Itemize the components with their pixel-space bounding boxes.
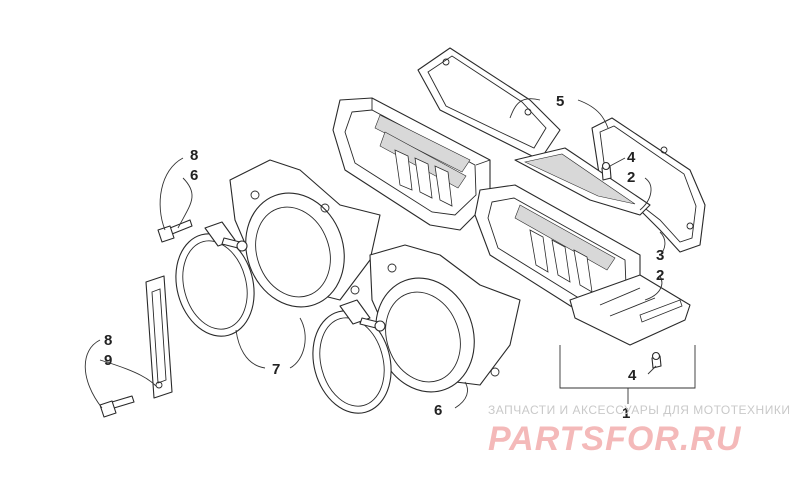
intake-flange-lower (369, 244, 521, 393)
callout-4-upper: 4 (627, 149, 636, 166)
callout-6-lower: 6 (434, 402, 442, 419)
callouts: 8 6 5 4 2 3 2 4 1 7 6 8 9 (104, 93, 664, 422)
hose-clamp-upper (175, 221, 255, 337)
site-watermark: ЗАПЧАСТИ И АКСЕССУАРЫ ДЛЯ МОТОТЕХНИКИ PA… (488, 403, 790, 458)
callout-2-lower: 2 (656, 267, 664, 284)
watermark-logo: PARTSFOR.RU (488, 420, 742, 458)
callout-4-lower: 4 (628, 367, 637, 384)
bolt-lower (99, 395, 135, 418)
callout-2-upper: 2 (627, 169, 635, 186)
screw-lower (651, 351, 662, 369)
callout-8-lower: 8 (104, 332, 112, 349)
screw-upper (601, 161, 612, 181)
reed-stop-plate (569, 274, 691, 346)
reed-cage-lower (474, 184, 641, 316)
callout-3: 3 (656, 247, 664, 264)
reed-plate-middle (514, 147, 651, 216)
retainer-bar (145, 275, 173, 399)
watermark-subtitle: ЗАПЧАСТИ И АКСЕССУАРЫ ДЛЯ МОТОТЕХНИКИ (488, 403, 790, 417)
intake-flange-upper (229, 159, 381, 308)
callout-7: 7 (272, 361, 280, 378)
callout-8-upper: 8 (190, 147, 198, 164)
callout-5: 5 (556, 93, 564, 110)
clamp-screw-lower (359, 317, 386, 332)
clamp-screw-upper (221, 237, 248, 252)
gasket-upper (417, 47, 561, 161)
reed-cage-upper (332, 97, 491, 231)
callout-6-upper: 6 (190, 167, 198, 184)
callout-1: 1 (622, 405, 630, 422)
bolt-upper (157, 219, 193, 243)
callout-9: 9 (104, 352, 112, 369)
leader-lines (84, 98, 696, 409)
